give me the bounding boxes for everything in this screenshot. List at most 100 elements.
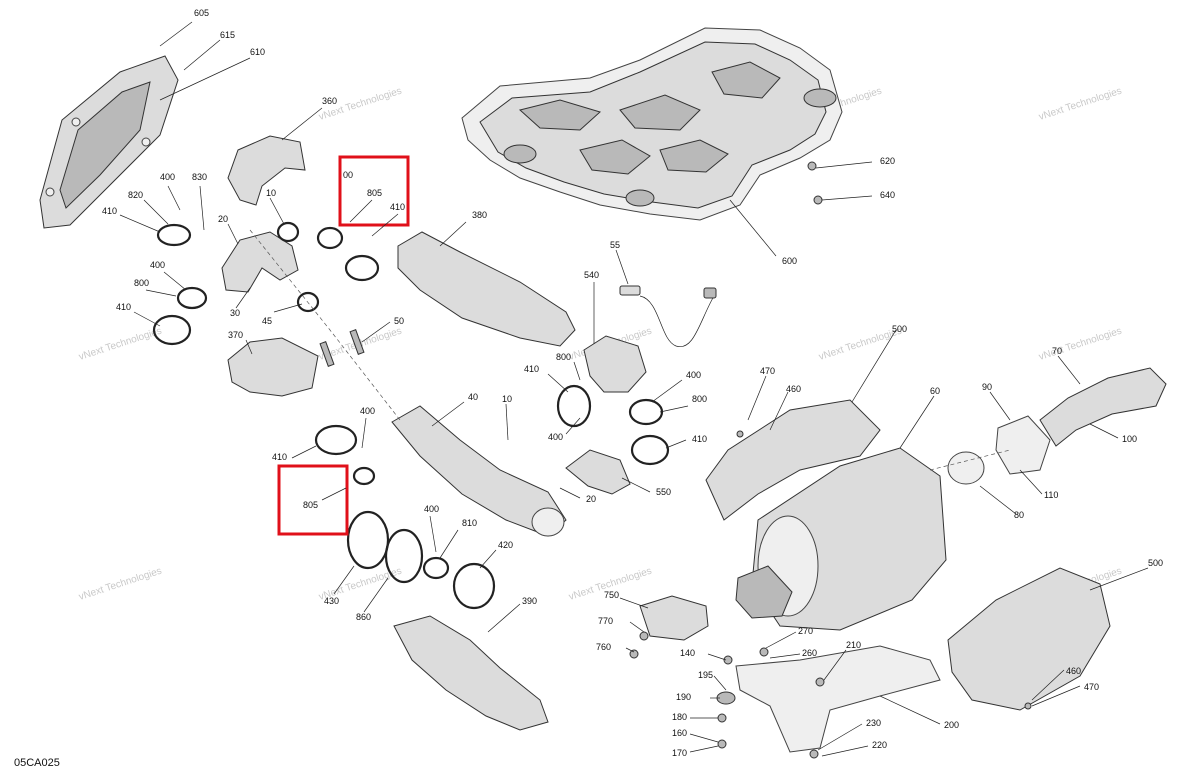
part-label: 90 [982, 382, 992, 392]
part-label: 210 [846, 640, 861, 650]
part-label: 100 [1122, 434, 1137, 444]
part-label: 230 [866, 718, 881, 728]
part-label: 400 [548, 432, 563, 442]
part-label: 10 [266, 188, 276, 198]
callout-leader [349, 199, 373, 223]
part-label: 640 [880, 190, 895, 200]
bracket-750-part [639, 595, 709, 641]
callout-box-805-top [338, 155, 410, 227]
mount-plate-200-part [735, 645, 941, 753]
callout-label: 00 [343, 170, 353, 180]
callout-label: 410 [390, 202, 405, 212]
part-label: 45 [262, 316, 272, 326]
heat-shield-390-part [393, 615, 549, 731]
part-label: 400 [360, 406, 375, 416]
part-label: 460 [1066, 666, 1081, 676]
pipe-550-part [565, 449, 631, 495]
part-label: 260 [802, 648, 817, 658]
part-label: 400 [160, 172, 175, 182]
part-label: 410 [102, 206, 117, 216]
part-label: 270 [798, 626, 813, 636]
part-label: 80 [1014, 510, 1024, 520]
part-label: 110 [1044, 490, 1058, 500]
watermark-text: vNext Technologies [818, 326, 904, 363]
header-pipe-380-part [397, 231, 576, 347]
watermark-text: vNext Technologies [1038, 326, 1124, 363]
part-label: 410 [116, 302, 131, 312]
part-label: 830 [192, 172, 207, 182]
callout-box-805-bottom [277, 464, 349, 536]
part-label: 400 [424, 504, 439, 514]
part-label: 540 [584, 270, 599, 280]
part-label: 40 [468, 392, 478, 402]
part-label: 550 [656, 487, 671, 497]
muffler-60-part [735, 447, 947, 631]
part-label: 500 [1148, 558, 1163, 568]
part-label: 410 [692, 434, 707, 444]
leader-lines [119, 21, 1149, 757]
part-label: 160 [672, 728, 687, 738]
part-label: 30 [230, 308, 240, 318]
hardware-fasteners [629, 161, 1032, 759]
diagram-code: 05CA025 [14, 757, 60, 769]
part-label: 760 [596, 642, 611, 652]
part-label: 70 [1052, 346, 1062, 356]
part-label: 430 [324, 596, 339, 606]
heat-shield-370-part [227, 337, 319, 397]
part-label: 810 [462, 518, 477, 528]
clamps-and-rings [152, 221, 670, 610]
part-label: 10 [502, 394, 512, 404]
part-label: 180 [672, 712, 687, 722]
heat-shield-500-lower-part [947, 567, 1111, 711]
part-label: 470 [760, 366, 775, 376]
part-label: 380 [472, 210, 487, 220]
part-label: 800 [692, 394, 707, 404]
part-label: 220 [872, 740, 887, 750]
part-label: 800 [134, 278, 149, 288]
watermark-text: vNext Technologies [78, 326, 164, 363]
part-label: 615 [220, 30, 235, 40]
pipe-40-outlet [531, 507, 565, 537]
heat-shield-500-upper-part [705, 399, 881, 521]
part-label: 460 [786, 384, 801, 394]
part-label: 470 [1084, 682, 1099, 692]
part-label: 800 [556, 352, 571, 362]
heat-shield-360-part [227, 135, 306, 206]
watermark-text: vNext Technologies [1038, 86, 1124, 123]
part-label: 195 [698, 670, 713, 680]
part-label: 50 [394, 316, 404, 326]
callout-leader [321, 487, 347, 501]
assembly-axis-line [249, 229, 401, 421]
part-label: 60 [930, 386, 940, 396]
part-label: 360 [322, 96, 337, 106]
callout-leader [371, 213, 399, 237]
watermark-text: vNext Technologies [78, 566, 164, 603]
part-label: 770 [598, 616, 613, 626]
part-label: 420 [498, 540, 513, 550]
heat-shield-610-part [39, 55, 179, 229]
part-label: 750 [604, 590, 619, 600]
callout-label: 805 [303, 500, 318, 510]
pipe-40-part [391, 405, 567, 537]
gasket-90-part [995, 415, 1051, 475]
oxygen-sensor-55-part [619, 285, 717, 348]
part-number-labels: 605 615 610 360 400 830 820 410 20 10 40… [102, 8, 1163, 758]
part-label: 190 [676, 692, 691, 702]
part-label: 170 [672, 748, 687, 758]
part-label: 55 [610, 240, 620, 250]
part-label: 410 [524, 364, 539, 374]
part-label: 200 [944, 720, 959, 730]
part-label: 400 [150, 260, 165, 270]
part-label: 370 [228, 330, 243, 340]
part-label: 820 [128, 190, 143, 200]
part-label: 410 [272, 452, 287, 462]
sleeve-80-part [947, 451, 985, 485]
skid-plate-part [461, 27, 843, 221]
part-label: 500 [892, 324, 907, 334]
part-label: 390 [522, 596, 537, 606]
part-label: 400 [686, 370, 701, 380]
part-label: 600 [782, 256, 797, 266]
part-label: 20 [586, 494, 596, 504]
part-label: 605 [194, 8, 209, 18]
